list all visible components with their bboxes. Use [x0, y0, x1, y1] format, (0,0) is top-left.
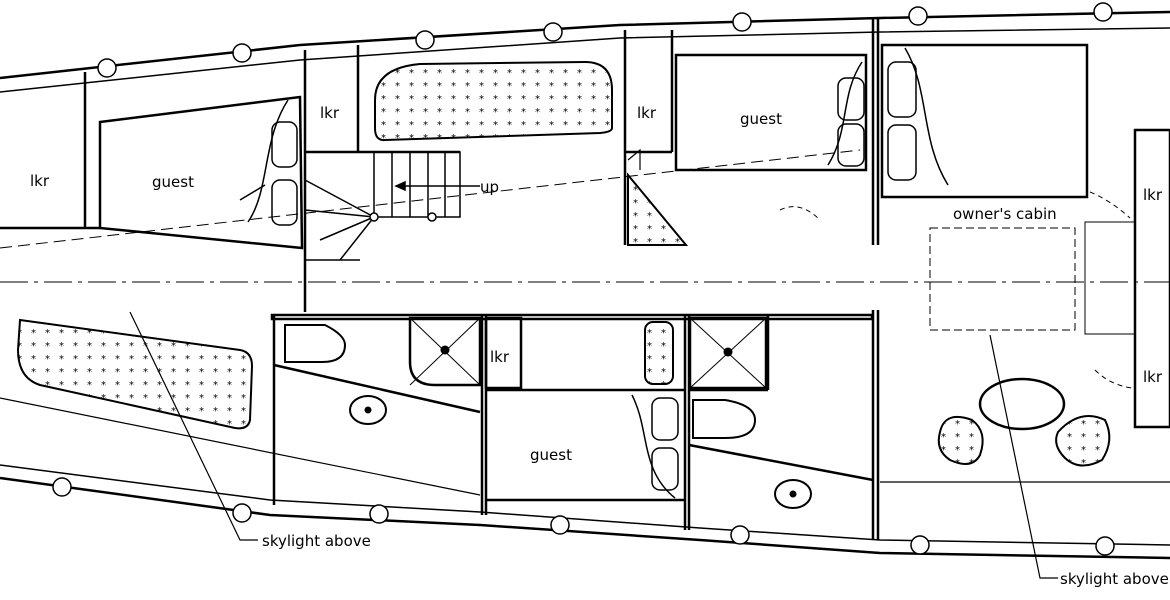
label-up: up	[480, 178, 499, 196]
label-lkr-owner-top: lkr	[1143, 186, 1163, 204]
owners-bed	[880, 43, 1136, 467]
label-lkr-aft: lkr	[30, 172, 50, 190]
skylight-leaders	[129, 311, 1058, 579]
head-forward	[688, 316, 812, 509]
room-labels: lkr guest lkr up lkr guest owner's cabin…	[30, 104, 1169, 588]
label-lkr-mid: lkr	[637, 104, 657, 122]
skylight-aft	[16, 318, 254, 430]
label-guest-aft: guest	[152, 173, 194, 191]
label-lkr-stair: lkr	[320, 104, 340, 122]
staircase	[304, 151, 480, 261]
guest-cabin-1	[98, 95, 304, 250]
guest-cabin-3	[484, 316, 679, 499]
guest-cabin-2	[627, 53, 868, 246]
label-guest-mid: guest	[740, 110, 782, 128]
label-owners-cabin: owner's cabin	[953, 205, 1057, 223]
skylight-forward	[374, 60, 613, 142]
label-skylight-forward: skylight above	[1060, 570, 1169, 588]
label-guest-lower: guest	[530, 446, 572, 464]
portholes	[52, 2, 1115, 556]
head-aft	[284, 316, 482, 425]
label-skylight-aft: skylight above	[262, 532, 371, 550]
label-lkr-owner-bottom: lkr	[1143, 368, 1163, 386]
deck-edge-dashed	[0, 149, 861, 249]
bulkheads	[0, 18, 1170, 540]
label-lkr-lower: lkr	[490, 348, 510, 366]
